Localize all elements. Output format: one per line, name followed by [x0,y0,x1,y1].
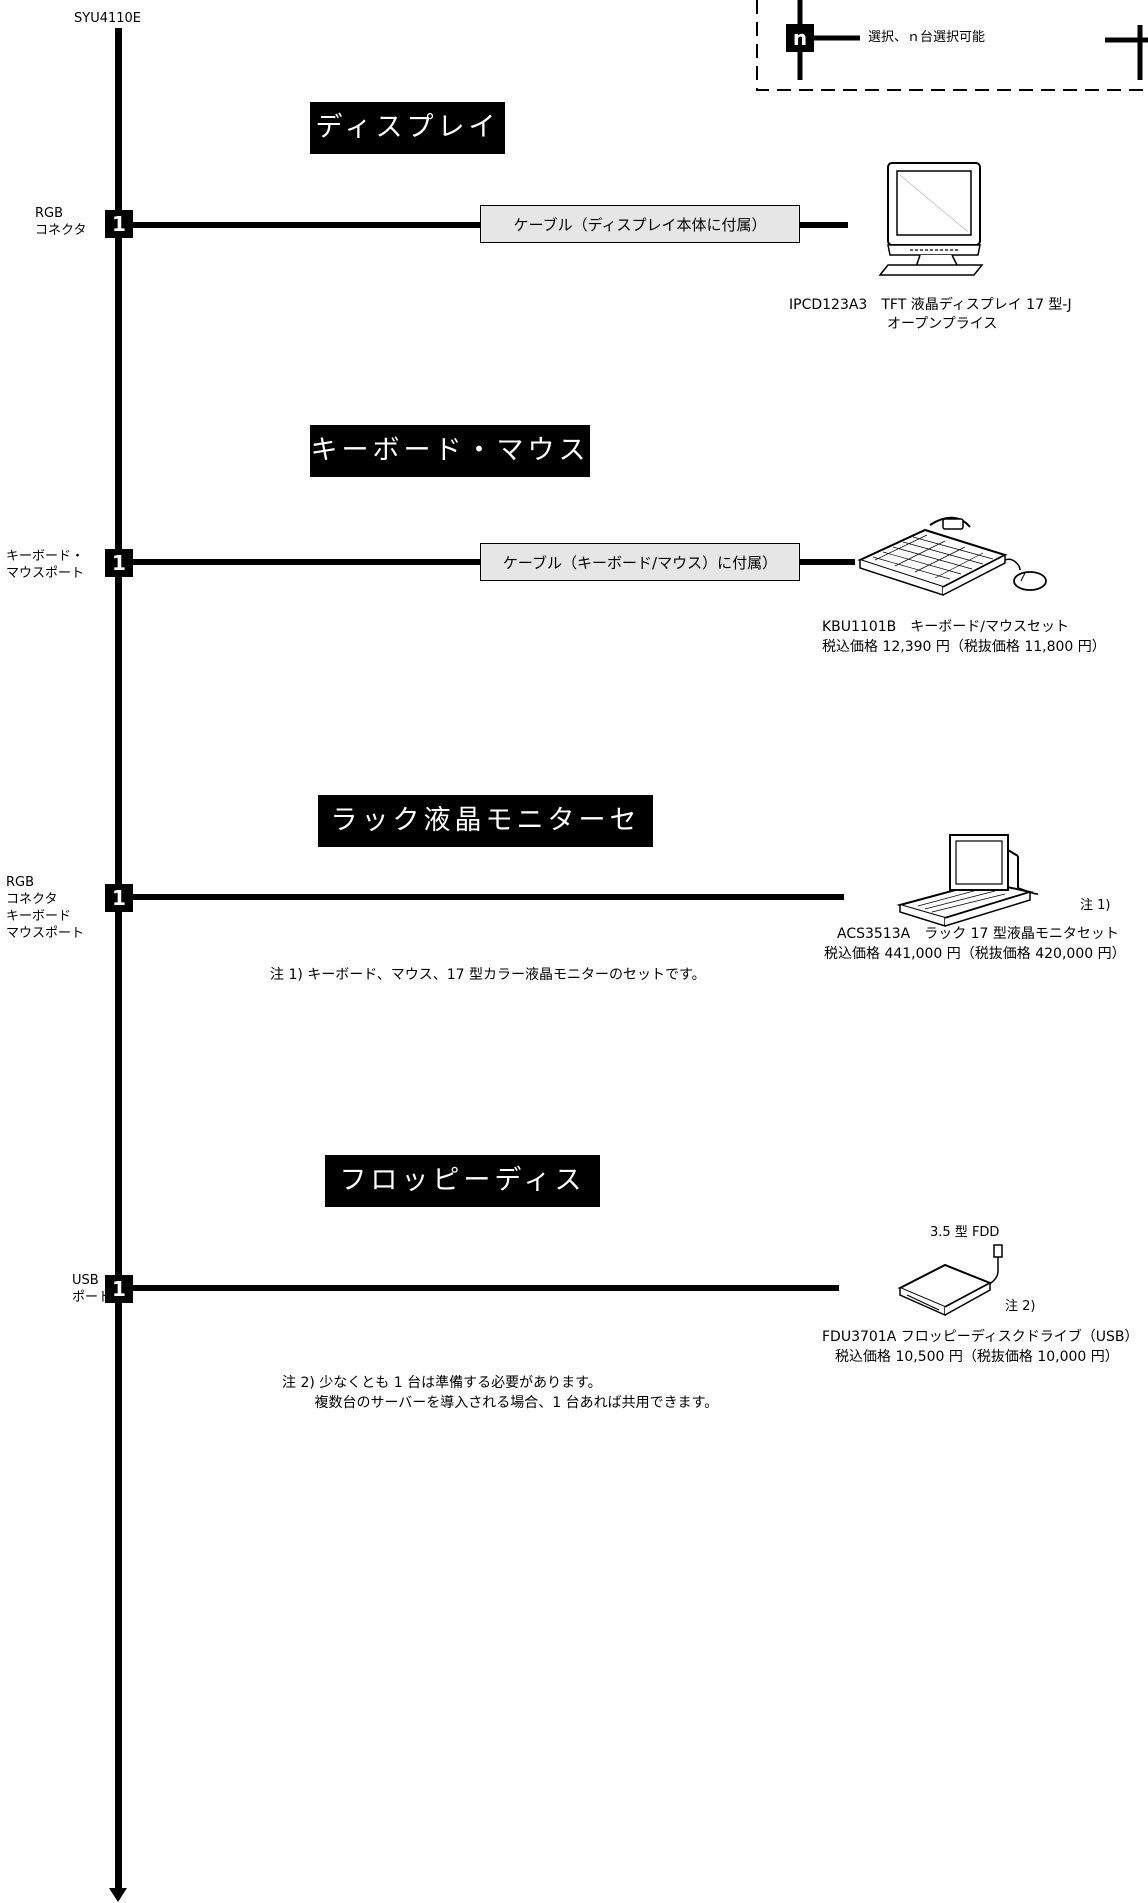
connection-line [122,222,482,228]
connection-line [122,1285,839,1291]
product-price: 税込価格 10,500 円（税抜価格 10,000 円） [835,1349,1119,1365]
floppy-drive-icon [897,1244,1003,1317]
note-text: 注 2) 少なくとも 1 台は準備する必要があります。 複数台のサーバーを導入さ… [282,1375,719,1411]
product-line: IPCD123A3 TFT 液晶ディスプレイ 17 型-J [789,297,1072,313]
section-title-display: ディスプレイ [310,102,505,154]
legend-badge: n [786,24,814,52]
rack-monitor-icon [896,834,1039,928]
product-price: 税込価格 12,390 円（税抜価格 11,800 円） [822,639,1106,655]
connection-line [122,559,482,565]
port-label-rgb: RGB コネクタ [35,206,87,238]
product-line: KBU1101B キーボード/マウスセット [822,619,1069,635]
note-mark: 注 2) [1005,1299,1036,1314]
connection-line [122,894,844,900]
keyboard-mouse-icon [857,516,1047,597]
product-price: オープンプライス [887,316,998,332]
section-title-floppy: フロッピーディスク [325,1155,600,1248]
main-bus-line [115,28,122,1888]
section-title-rack-monitor: ラック液晶モニターセット [318,795,653,888]
product-line: ACS3513A ラック 17 型液晶モニタセット [837,926,1119,942]
port-label-rgb-keyboard-mouse: RGB コネクタ キーボード マウスポート [6,875,85,941]
legend-box [756,0,1148,91]
section-title-keyboard-mouse: キーボード・マウス [310,425,590,477]
cable-box: ケーブル（ディスプレイ本体に付属） [480,205,800,243]
connection-line [800,559,855,565]
note-mark: 注 1) [1080,898,1111,913]
model-label: SYU4110E [74,11,142,26]
port-label-usb: USB ポート [72,1273,112,1305]
device-label: 3.5 型 FDD [930,1225,1000,1240]
count-badge: 1 [105,1275,133,1303]
legend-text: 選択、ｎ台選択可能 [868,30,986,45]
product-line: FDU3701A フロッピーディスクドライブ（USB） [822,1329,1139,1345]
bus-arrow-icon [109,1888,127,1902]
port-label-keyboard-mouse: キーボード・ マウスポート [6,549,85,581]
cable-box: ケーブル（キーボード/マウス）に付属） [480,543,800,581]
monitor-icon [878,162,984,276]
count-badge: 1 [105,210,133,238]
product-price: 税込価格 441,000 円（税抜価格 420,000 円） [824,946,1126,962]
connection-line [800,222,848,228]
note-text: 注 1) キーボード、マウス、17 型カラー液晶モニターのセットです。 [270,967,706,983]
